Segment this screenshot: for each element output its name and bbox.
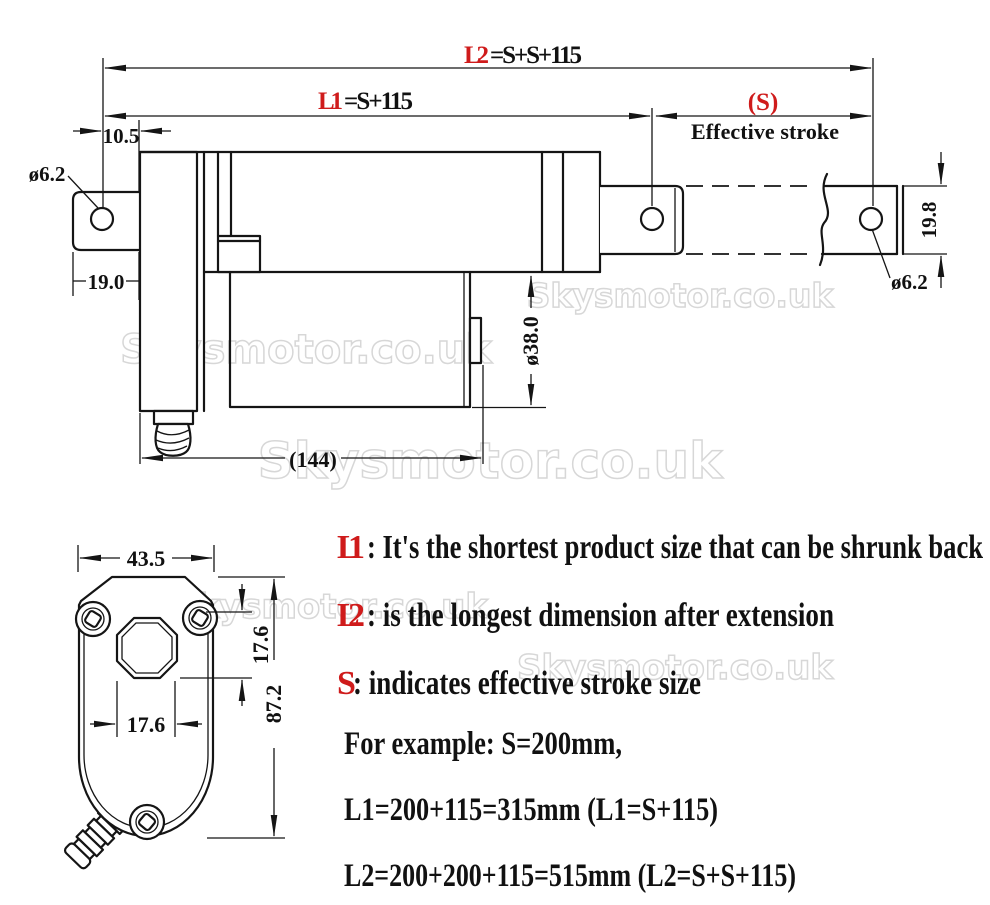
legend-desc: : It's the shortest product size that ca… (367, 529, 983, 566)
legend-line-l2: L2: is the longest dimension after exten… (337, 597, 834, 634)
watermark-text: Skysmotor.co.uk (527, 276, 835, 315)
front-view-dimensions: 43.5 17.6 17.6 87.2 (77, 545, 286, 839)
boss-bottom (128, 803, 166, 841)
example-line-2: L1=200+115=315mm (L1=S+115) (344, 792, 718, 828)
dim-text-clevis: 19.0 (88, 270, 125, 294)
watermark-text: Skysmotor.co.uk (517, 648, 834, 688)
dim-text-motor: ø38.0 (518, 316, 543, 366)
boss-bottom-socket (137, 812, 157, 832)
boss-top-right-ring (188, 606, 212, 630)
cable-gland-collar (152, 409, 195, 426)
legend: L1: It's the shortest product size that … (337, 529, 983, 894)
watermark: Skysmotor.co.uk Skysmotor.co.uk Skysmoto… (119, 275, 835, 689)
side-view-drawing (71, 150, 905, 457)
octagon-outer (115, 616, 179, 680)
rear-mounting-hole (89, 206, 115, 232)
dim-formula-l1: =S+115 (344, 88, 413, 115)
legend-term: S (337, 665, 356, 702)
dim-formula-l2: =S+S+115 (490, 42, 582, 69)
dim-text-width: 43.5 (127, 546, 166, 571)
rod-hole-extended (858, 206, 884, 232)
dim-text-rear-hole: ø6.2 (29, 162, 66, 186)
break-line (818, 172, 830, 267)
dim-label-l1: L1 (318, 88, 343, 115)
example-line-3: L2=200+200+115=515mm (L2=S+S+115) (344, 858, 796, 894)
boss-top-right (181, 599, 219, 637)
dim-text-offset: 10.5 (103, 124, 140, 148)
watermark-text: Skysmotor.co.uk (172, 587, 489, 627)
dim-caption-stroke: Effective stroke (691, 119, 839, 144)
rear-block (138, 150, 199, 413)
side-view-dimensions: L2 =S+S+115 L1 =S+115 (S) Effective stro… (29, 42, 947, 472)
leader-line (67, 175, 99, 209)
watermark-text: Skysmotor.co.uk (258, 432, 724, 490)
boss-top-left-socket (84, 610, 102, 628)
motor-tab (468, 316, 483, 365)
legend-line-l1: L1: It's the shortest product size that … (337, 529, 983, 566)
boss-top-left-ring (81, 607, 105, 631)
boss-bottom-ring (135, 810, 159, 834)
dim-text-length: (144) (289, 447, 337, 472)
leader-line (871, 228, 891, 279)
legend-term: L1 (337, 529, 365, 566)
dim-text-hole-v: 17.6 (248, 626, 273, 665)
example-line-1: For example: S=200mm, (344, 726, 622, 762)
legend-desc: : indicates effective stroke size (353, 665, 701, 702)
dim-label-l2: L2 (464, 42, 489, 69)
front-cable-connector (63, 797, 135, 870)
rod-hole-retracted (639, 206, 665, 232)
dim-text-rod-height: 19.8 (917, 202, 941, 239)
dim-label-stroke: (S) (748, 89, 779, 116)
dim-text-height: 87.2 (261, 685, 286, 724)
front-view-drawing (63, 575, 219, 870)
cable-gland-threads (155, 429, 190, 452)
octagon-inner (121, 622, 173, 674)
legend-desc: : is the longest dimension after extensi… (367, 597, 834, 634)
boss-top-right-socket (191, 609, 209, 627)
legend-line-s: S: indicates effective stroke size (337, 665, 701, 702)
dim-text-hole-h: 17.6 (127, 712, 166, 737)
legend-term: L2 (337, 597, 365, 634)
dim-text-front-hole: ø6.2 (891, 270, 928, 294)
boss-top-left (74, 600, 112, 638)
